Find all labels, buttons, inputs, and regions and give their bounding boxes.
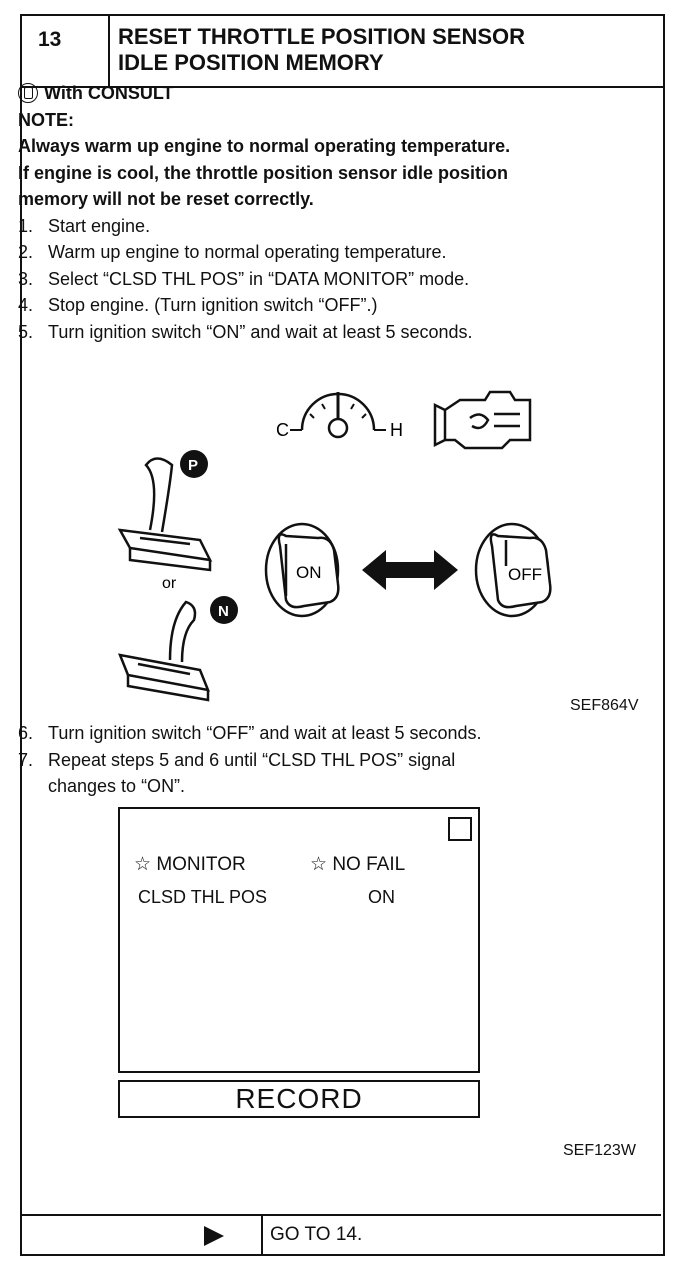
temperature-gauge-icon xyxy=(290,392,386,439)
step-item: 5.Turn ignition switch “ON” and wait at … xyxy=(18,321,473,342)
gauge-hot-label: H xyxy=(390,420,403,440)
star-icon: ☆ xyxy=(310,854,328,875)
ignition-key-off-icon xyxy=(474,522,552,618)
gear-shifter-neutral-icon xyxy=(117,600,211,702)
step-title-line1: RESET THROTTLE POSITION SENSOR xyxy=(118,24,526,49)
note-line: memory will not be reset correctly. xyxy=(18,189,314,209)
consult-heading: With CONSULT xyxy=(18,80,638,107)
consult-icon xyxy=(18,83,38,104)
record-button[interactable]: RECORD xyxy=(118,1080,480,1118)
monitor-item-label: CLSD THL POS xyxy=(138,887,268,907)
step-title: RESET THROTTLE POSITION SENSOR IDLE POSI… xyxy=(118,24,525,76)
ignition-key-on-icon xyxy=(264,522,340,618)
step-item: 6.Turn ignition switch “OFF” and wait at… xyxy=(18,723,482,743)
gear-shifter-park-icon xyxy=(117,457,213,572)
step-item: changes to “ON”. xyxy=(48,776,186,796)
note-line: If engine is cool, the throttle position… xyxy=(18,162,509,183)
step-item: 4.Stop engine. (Turn ignition switch “OF… xyxy=(18,295,378,315)
procedure-frame: 13 RESET THROTTLE POSITION SENSOR IDLE P… xyxy=(20,14,665,1256)
gear-p-label: P xyxy=(188,457,198,474)
step-item: 7.Repeat steps 5 and 6 until “CLSD THL P… xyxy=(18,749,456,770)
figure-code-sef864v: SEF864V xyxy=(570,697,639,714)
monitor-item-value: ON xyxy=(368,887,395,907)
step-title-line2: IDLE POSITION MEMORY xyxy=(118,50,384,75)
step-item: 1.Start engine. xyxy=(18,215,151,236)
or-label: or xyxy=(162,575,177,592)
procedure-body-continued: 6.Turn ignition switch “OFF” and wait at… xyxy=(18,720,638,800)
figure-code-sef123w: SEF123W xyxy=(563,1142,636,1159)
neutral-badge-icon xyxy=(210,596,238,624)
gear-n-label: N xyxy=(218,603,229,620)
monitor-status-header: ☆ NO FAIL xyxy=(310,854,406,875)
step-number: 13 xyxy=(22,16,110,86)
note-label: NOTE: xyxy=(18,109,74,130)
key-on-label: ON xyxy=(296,563,322,582)
ignition-illustration: C H P or N ON OFF xyxy=(117,390,552,702)
consult-label: With CONSULT xyxy=(44,83,174,103)
step-item: 2.Warm up engine to normal operating tem… xyxy=(18,242,447,262)
engine-icon xyxy=(433,390,532,450)
note-line: Always warm up engine to normal operatin… xyxy=(18,136,511,156)
step-item: 3.Select “CLSD THL POS” in “DATA MONITOR… xyxy=(18,268,470,289)
key-off-label: OFF xyxy=(508,565,542,584)
park-badge-icon xyxy=(180,450,208,478)
star-icon: ☆ xyxy=(134,854,152,875)
gauge-cold-label: C xyxy=(276,420,289,440)
step-header: 13 RESET THROTTLE POSITION SENSOR IDLE P… xyxy=(22,16,663,88)
screen-checkbox[interactable] xyxy=(448,817,472,841)
monitor-column-header: ☆ MONITOR xyxy=(134,854,246,875)
double-arrow-icon xyxy=(362,550,458,590)
procedure-body: With CONSULT NOTE: Always warm up engine… xyxy=(18,80,638,345)
consult-monitor-screen: ☆ MONITOR ☆ NO FAIL CLSD THL POS ON xyxy=(118,807,480,1073)
